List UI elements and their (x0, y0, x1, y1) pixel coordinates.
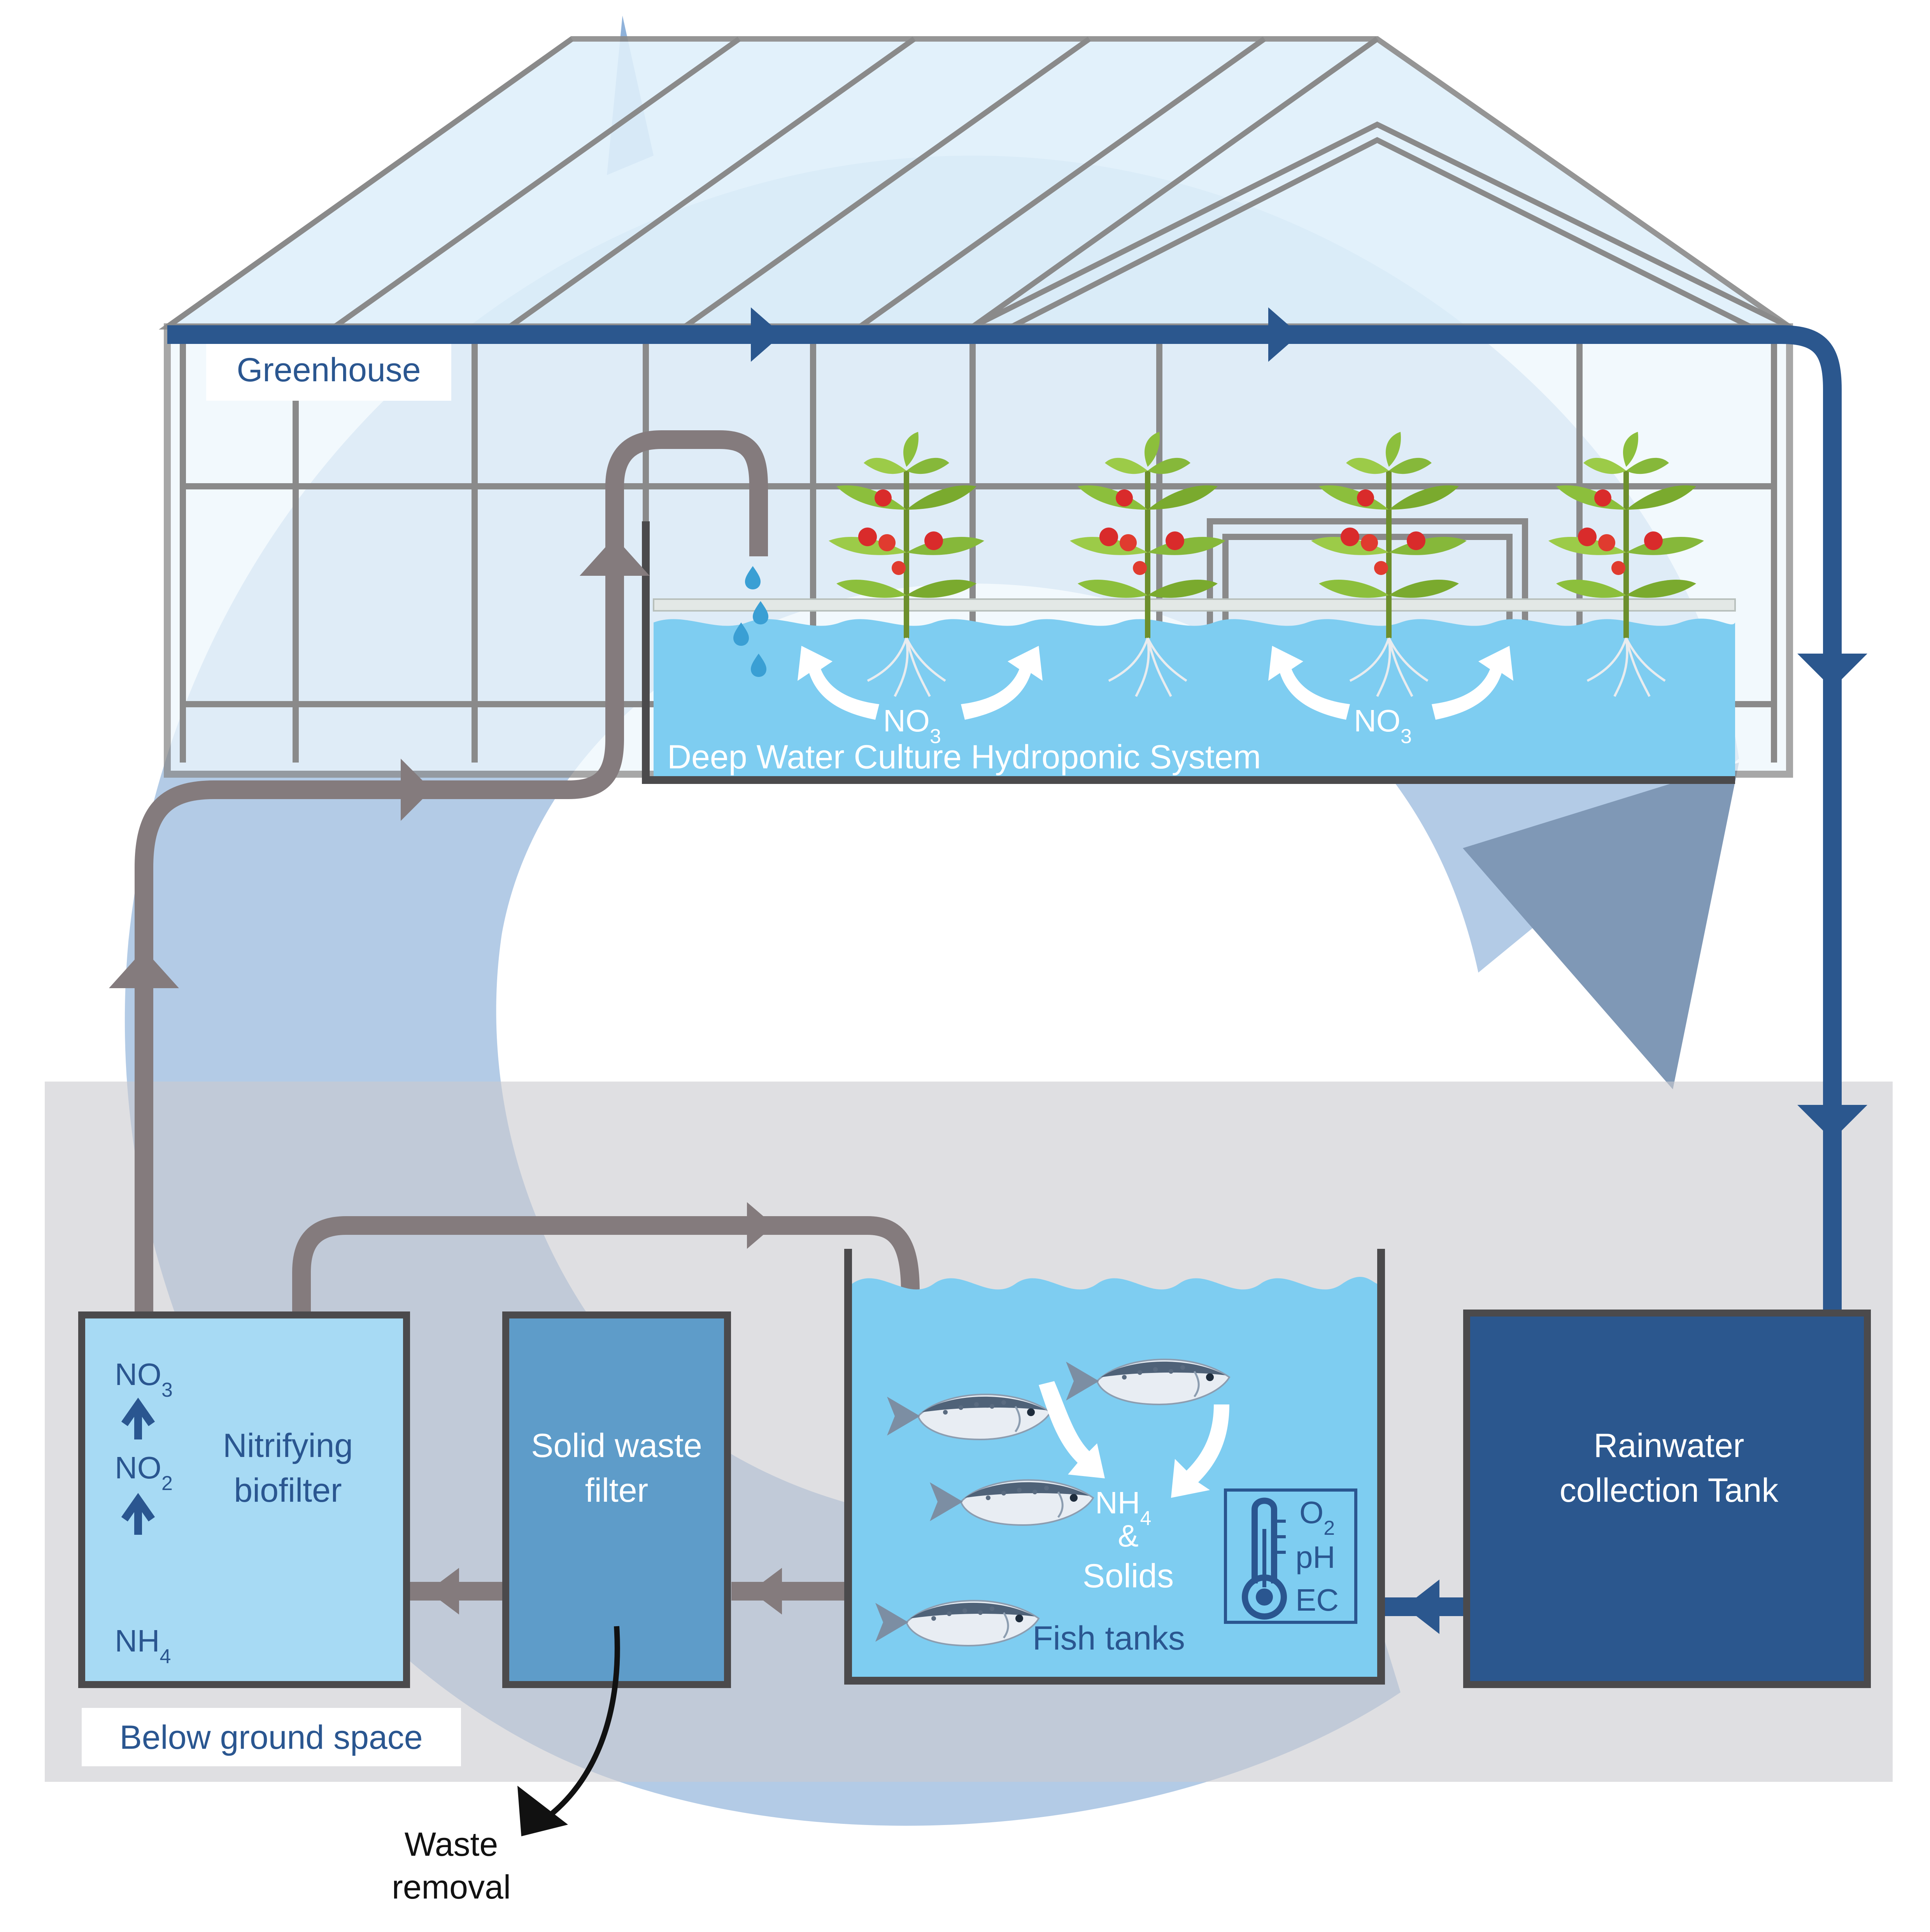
greenhouse-label: Greenhouse (237, 351, 421, 389)
below-ground-label: Below ground space (119, 1719, 422, 1756)
svg-text:NH4: NH4 (1095, 1485, 1151, 1530)
no2-label: NO (115, 1450, 161, 1485)
nitrifying-label-1: Nitrifying (223, 1427, 353, 1464)
nh4-label: NH (1095, 1485, 1140, 1520)
solids-label: Solids (1083, 1557, 1174, 1595)
waste-removal-arrow (535, 1626, 620, 1827)
no3-label: NO (115, 1357, 161, 1392)
svg-text:NO3: NO3 (883, 703, 941, 748)
svg-text:NO3: NO3 (115, 1357, 173, 1401)
flow-arrow-icon (109, 537, 782, 1615)
svg-text:NO3: NO3 (1354, 703, 1412, 748)
waste-label-1: Waste (405, 1826, 498, 1863)
water-quality-sensor (1224, 1488, 1357, 1624)
thermometer-icon (1242, 1497, 1287, 1620)
solid-filter-label-1: Solid waste (531, 1427, 702, 1464)
o2-label: O (1299, 1495, 1323, 1530)
waste-arrows (1039, 1381, 1229, 1498)
fish-tank (844, 1249, 1385, 1685)
hydroponic-bed (642, 521, 1736, 784)
hydroponic-system-label: Deep Water Culture Hydroponic System (667, 738, 1261, 776)
fish-tanks-label: Fish tanks (1032, 1620, 1185, 1657)
waste-label-2: removal (392, 1869, 511, 1906)
ph-label: pH (1295, 1540, 1335, 1574)
nh4-label: NH (115, 1623, 160, 1658)
rainwater-label-2: collection Tank (1560, 1472, 1779, 1509)
uptake-arrows (798, 646, 1513, 720)
nitrifying-label-2: biofilter (234, 1472, 342, 1509)
no3-label: NO (883, 703, 930, 738)
svg-text:O2: O2 (1299, 1495, 1335, 1539)
solid-filter-label-2: filter (585, 1472, 648, 1509)
ec-label: EC (1295, 1583, 1339, 1617)
svg-text:NO2: NO2 (115, 1450, 173, 1495)
no3-label: NO (1354, 703, 1401, 738)
rainwater-tank (1463, 1310, 1871, 1688)
svg-text:NH4: NH4 (115, 1623, 171, 1668)
rainwater-label-1: Rainwater (1593, 1427, 1744, 1464)
ampersand-label: & (1118, 1518, 1138, 1553)
